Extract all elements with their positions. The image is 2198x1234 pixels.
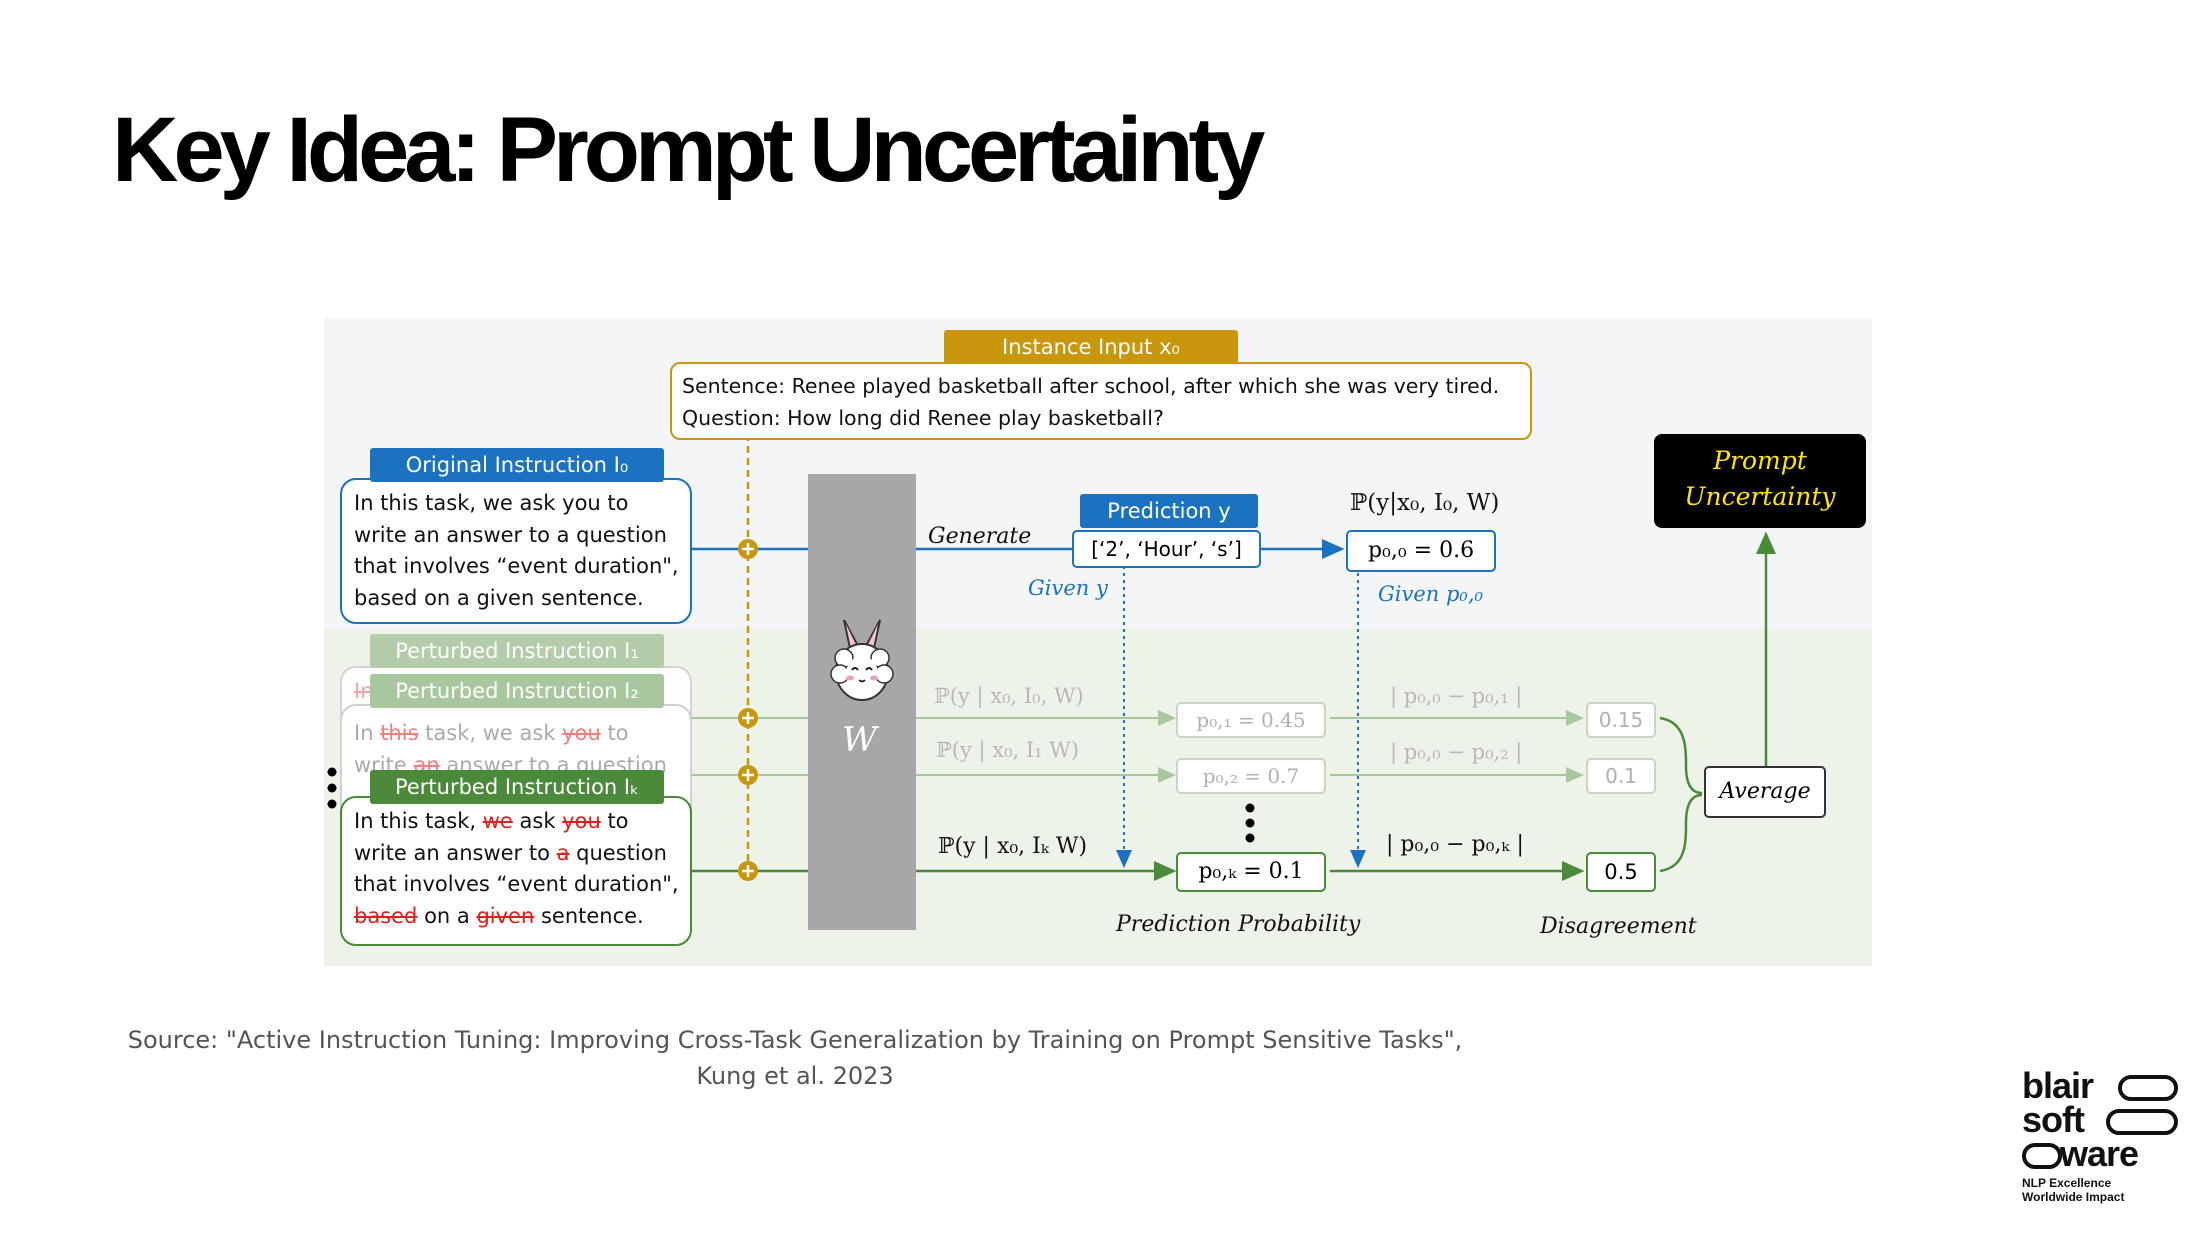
perturbed-k-line-3: that involves “event duration",: [354, 872, 679, 896]
logo-tagline-2: Worldwide Impact: [2022, 1190, 2125, 1204]
generate-label: Generate: [928, 524, 1032, 549]
original-instruction-tag: Original Instruction I₀: [370, 448, 664, 482]
ellipsis-left-icon: [327, 767, 337, 809]
row-2-p-value: p₀,₂ = 0.7: [1176, 758, 1326, 794]
prediction-probability-label: Prediction Probability: [1116, 912, 1361, 937]
given-y-label: Given y: [1028, 576, 1108, 600]
source-line-2: Kung et al. 2023: [696, 1062, 894, 1090]
orig-line-3: that involves “event duration",: [354, 554, 679, 578]
instance-input-box: Sentence: Renee played basketball after …: [670, 362, 1532, 440]
orig-line-1: In this task, we ask you to: [354, 491, 629, 515]
logo-ring-icon: [2022, 1075, 2178, 1169]
perturbed-2-line-1: In this task, we ask you to: [354, 721, 629, 745]
source-line-1: Source: "Active Instruction Tuning: Impr…: [127, 1026, 1463, 1054]
average-box: Average: [1704, 766, 1826, 818]
perturbed-k-line-2: write an answer to a question: [354, 840, 667, 865]
logo-word-1: blair: [2022, 1065, 2094, 1106]
prompt-uncertainty-diagram: Sentence: Renee played basketball after …: [324, 318, 1872, 966]
row-1-p-value: p₀,₁ = 0.45: [1176, 702, 1326, 738]
row-k-diff-label: | p₀,₀ − p₀,ₖ |: [1386, 832, 1524, 857]
prob-main-value-box: p₀,₀ = 0.6: [1346, 530, 1496, 572]
instance-question: Question: How long did Renee play basket…: [682, 406, 1164, 430]
disagreement-label: Disagreement: [1540, 914, 1697, 939]
row-1-diff-label: | p₀,₀ − p₀,₁ |: [1390, 684, 1523, 708]
plus-icon: [738, 539, 758, 881]
row-k-prob-label: ℙ(y | x₀, Iₖ W): [938, 834, 1088, 859]
logo-word-3: ware: [2060, 1133, 2139, 1174]
perturbed-k-line-4: based on a given sentence.: [354, 903, 644, 928]
row-2-disagreement: 0.1: [1586, 758, 1656, 794]
perturbed-k-box: In this task, we ask you to write an ans…: [340, 796, 692, 946]
row-1-prob-label: ℙ(y | x₀, I₀, W): [934, 684, 1084, 708]
logo-word-2: soft: [2022, 1099, 2085, 1140]
prediction-tag: Prediction y: [1080, 494, 1258, 528]
perturbed-2-tag: Perturbed Instruction I₂: [370, 674, 664, 708]
given-p-label: Given p₀,₀: [1378, 582, 1483, 606]
instance-sentence: Sentence: Renee played basketball after …: [682, 374, 1500, 398]
prompt-uncertainty-line-1: Prompt: [1713, 446, 1807, 475]
instance-input-tag: Instance Input x₀: [944, 330, 1238, 364]
row-2-prob-label: ℙ(y | x₀, I₁ W): [936, 738, 1080, 762]
model-weight-label: W: [842, 720, 877, 760]
llama-icon: [830, 614, 894, 706]
prompt-uncertainty-line-2: Uncertainty: [1684, 482, 1836, 511]
logo-tagline-1: NLP Excellence: [2022, 1176, 2112, 1190]
row-2-diff-label: | p₀,₀ − p₀,₂ |: [1390, 740, 1523, 764]
row-k-disagreement: 0.5: [1586, 852, 1656, 892]
perturbed-k-tag: Perturbed Instruction Iₖ: [370, 770, 664, 804]
row-1-disagreement: 0.15: [1586, 702, 1656, 738]
diagram-connectors: [327, 410, 1776, 881]
perturbed-1-line: In: [354, 679, 374, 703]
prompt-uncertainty-box: Prompt Uncertainty: [1654, 434, 1866, 528]
company-logo: blair soft ware NLP Excellence Worldwide…: [2022, 1068, 2182, 1208]
source-citation: Source: "Active Instruction Tuning: Impr…: [0, 1022, 1590, 1094]
prob-main-label: ℙ(y|x₀, I₀, W): [1350, 490, 1500, 516]
orig-line-4: based on a given sentence.: [354, 585, 644, 610]
perturbed-k-line-1: In this task, we ask you to: [354, 809, 629, 833]
prediction-value-box: [‘2’, ‘Hour’, ‘s’]: [1072, 530, 1261, 568]
orig-line-2: write an answer to a question: [354, 522, 667, 547]
row-k-p-value: p₀,ₖ = 0.1: [1176, 852, 1326, 892]
model-bar: [808, 474, 916, 930]
ellipsis-middle-icon: [1245, 803, 1255, 843]
original-instruction-box: In this task, we ask you to write an ans…: [340, 478, 692, 624]
perturbed-1-tag: Perturbed Instruction I₁: [370, 634, 664, 668]
page-title: Key Idea: Prompt Uncertainty: [112, 99, 1265, 201]
